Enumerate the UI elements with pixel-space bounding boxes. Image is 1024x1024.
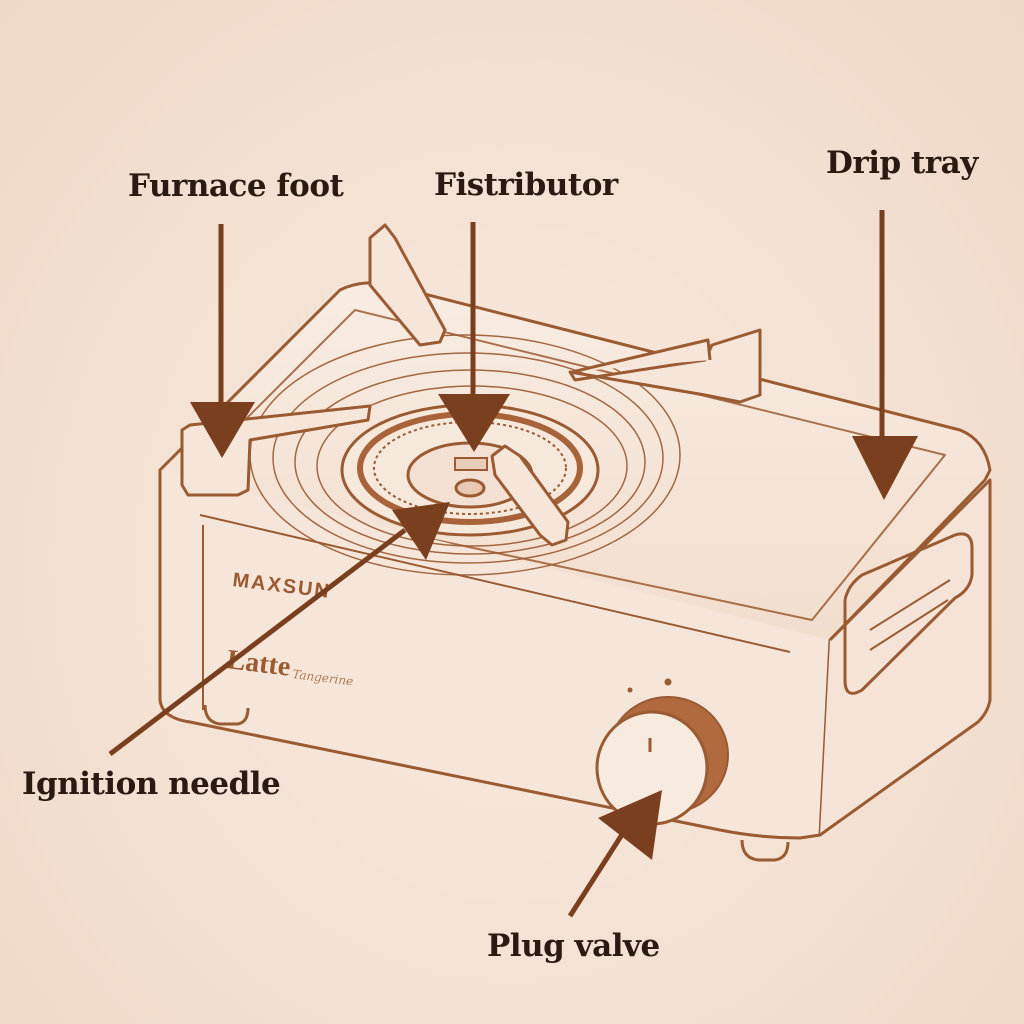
- arrow-drip-tray: [852, 210, 918, 500]
- label-fistributor: Fistributor: [434, 167, 618, 203]
- model-text: Latte: [225, 644, 292, 683]
- label-furnace-foot: Furnace foot: [128, 168, 344, 204]
- arrow-ignition-needle: [108, 502, 450, 756]
- label-ignition-needle: Ignition needle: [22, 766, 281, 802]
- label-drip-tray: Drip tray: [826, 145, 978, 181]
- arrow-plug-valve: [567, 790, 662, 918]
- arrow-furnace-foot: [190, 224, 255, 458]
- label-plug-valve: Plug valve: [487, 928, 660, 964]
- control-knob: [595, 678, 729, 826]
- callout-arrows: [108, 210, 918, 918]
- arrow-fistributor: [438, 222, 510, 452]
